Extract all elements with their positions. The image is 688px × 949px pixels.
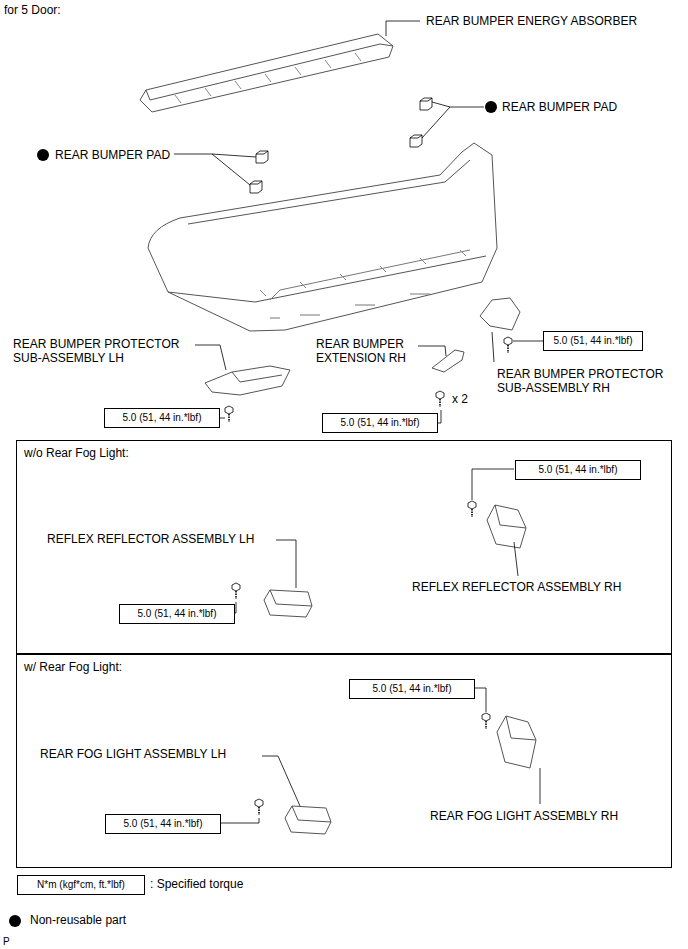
part-name: REFLEX REFLECTOR ASSEMBLY LH (47, 532, 254, 546)
torque-value: 5.0 (51, 44 in.*lbf) (138, 608, 217, 619)
part-name: REAR FOG LIGHT ASSEMBLY LH (40, 747, 226, 761)
torque-value: 5.0 (51, 44 in.*lbf) (373, 683, 452, 694)
torque-box: 5.0 (51, 44 in.*lbf) (515, 460, 641, 480)
legend-dot (9, 915, 21, 927)
part-name: REAR BUMPER PROTECTOR SUB-ASSEMBLY LH (13, 337, 198, 365)
legend-text: : Specified torque (150, 877, 243, 891)
part-name: REFLEX REFLECTOR ASSEMBLY RH (412, 580, 621, 594)
part-name: REAR BUMPER EXTENSION RH (316, 337, 436, 365)
page-mark: P (3, 935, 10, 949)
torque-box: 5.0 (51, 44 in.*lbf) (322, 413, 438, 433)
torque-box: 5.0 (51, 44 in.*lbf) (104, 408, 220, 428)
frame-title: w/ Rear Fog Light: (24, 660, 122, 674)
part-name: REAR BUMPER PAD (55, 148, 170, 162)
legend-text: Non-reusable part (30, 913, 126, 927)
torque-value: 5.0 (51, 44 in.*lbf) (539, 464, 618, 475)
page-title: for 5 Door: (4, 3, 61, 17)
part-name: REAR BUMPER PROTECTOR SUB-ASSEMBLY RH (497, 367, 682, 395)
torque-value: 5.0 (51, 44 in.*lbf) (341, 417, 420, 428)
torque-value: 5.0 (51, 44 in.*lbf) (124, 818, 203, 829)
torque-value: 5.0 (51, 44 in.*lbf) (123, 412, 202, 423)
part-name: REAR FOG LIGHT ASSEMBLY RH (430, 809, 618, 823)
torque-box: 5.0 (51, 44 in.*lbf) (119, 604, 235, 624)
torque-box: 5.0 (51, 44 in.*lbf) (349, 679, 475, 699)
torque-value: 5.0 (51, 44 in.*lbf) (554, 335, 633, 346)
torque-box: 5.0 (51, 44 in.*lbf) (105, 814, 221, 834)
part-name: REAR BUMPER PAD (502, 100, 617, 114)
frame-title: w/o Rear Fog Light: (24, 446, 129, 460)
torque-value: N*m (kgf*cm, ft.*lbf) (37, 879, 125, 890)
torque-box: 5.0 (51, 44 in.*lbf) (543, 331, 643, 351)
torque-box: N*m (kgf*cm, ft.*lbf) (17, 875, 145, 895)
part-name: REAR BUMPER ENERGY ABSORBER (426, 14, 637, 28)
option-frame: w/ Rear Fog Light: 5.0 (51, 44 in.*lbf) 5.… (16, 654, 672, 868)
option-frame: w/o Rear Fog Light: 5.0 (51, 44 in.*lbf) 5… (16, 440, 672, 654)
quantity-note: x 2 (452, 392, 468, 406)
